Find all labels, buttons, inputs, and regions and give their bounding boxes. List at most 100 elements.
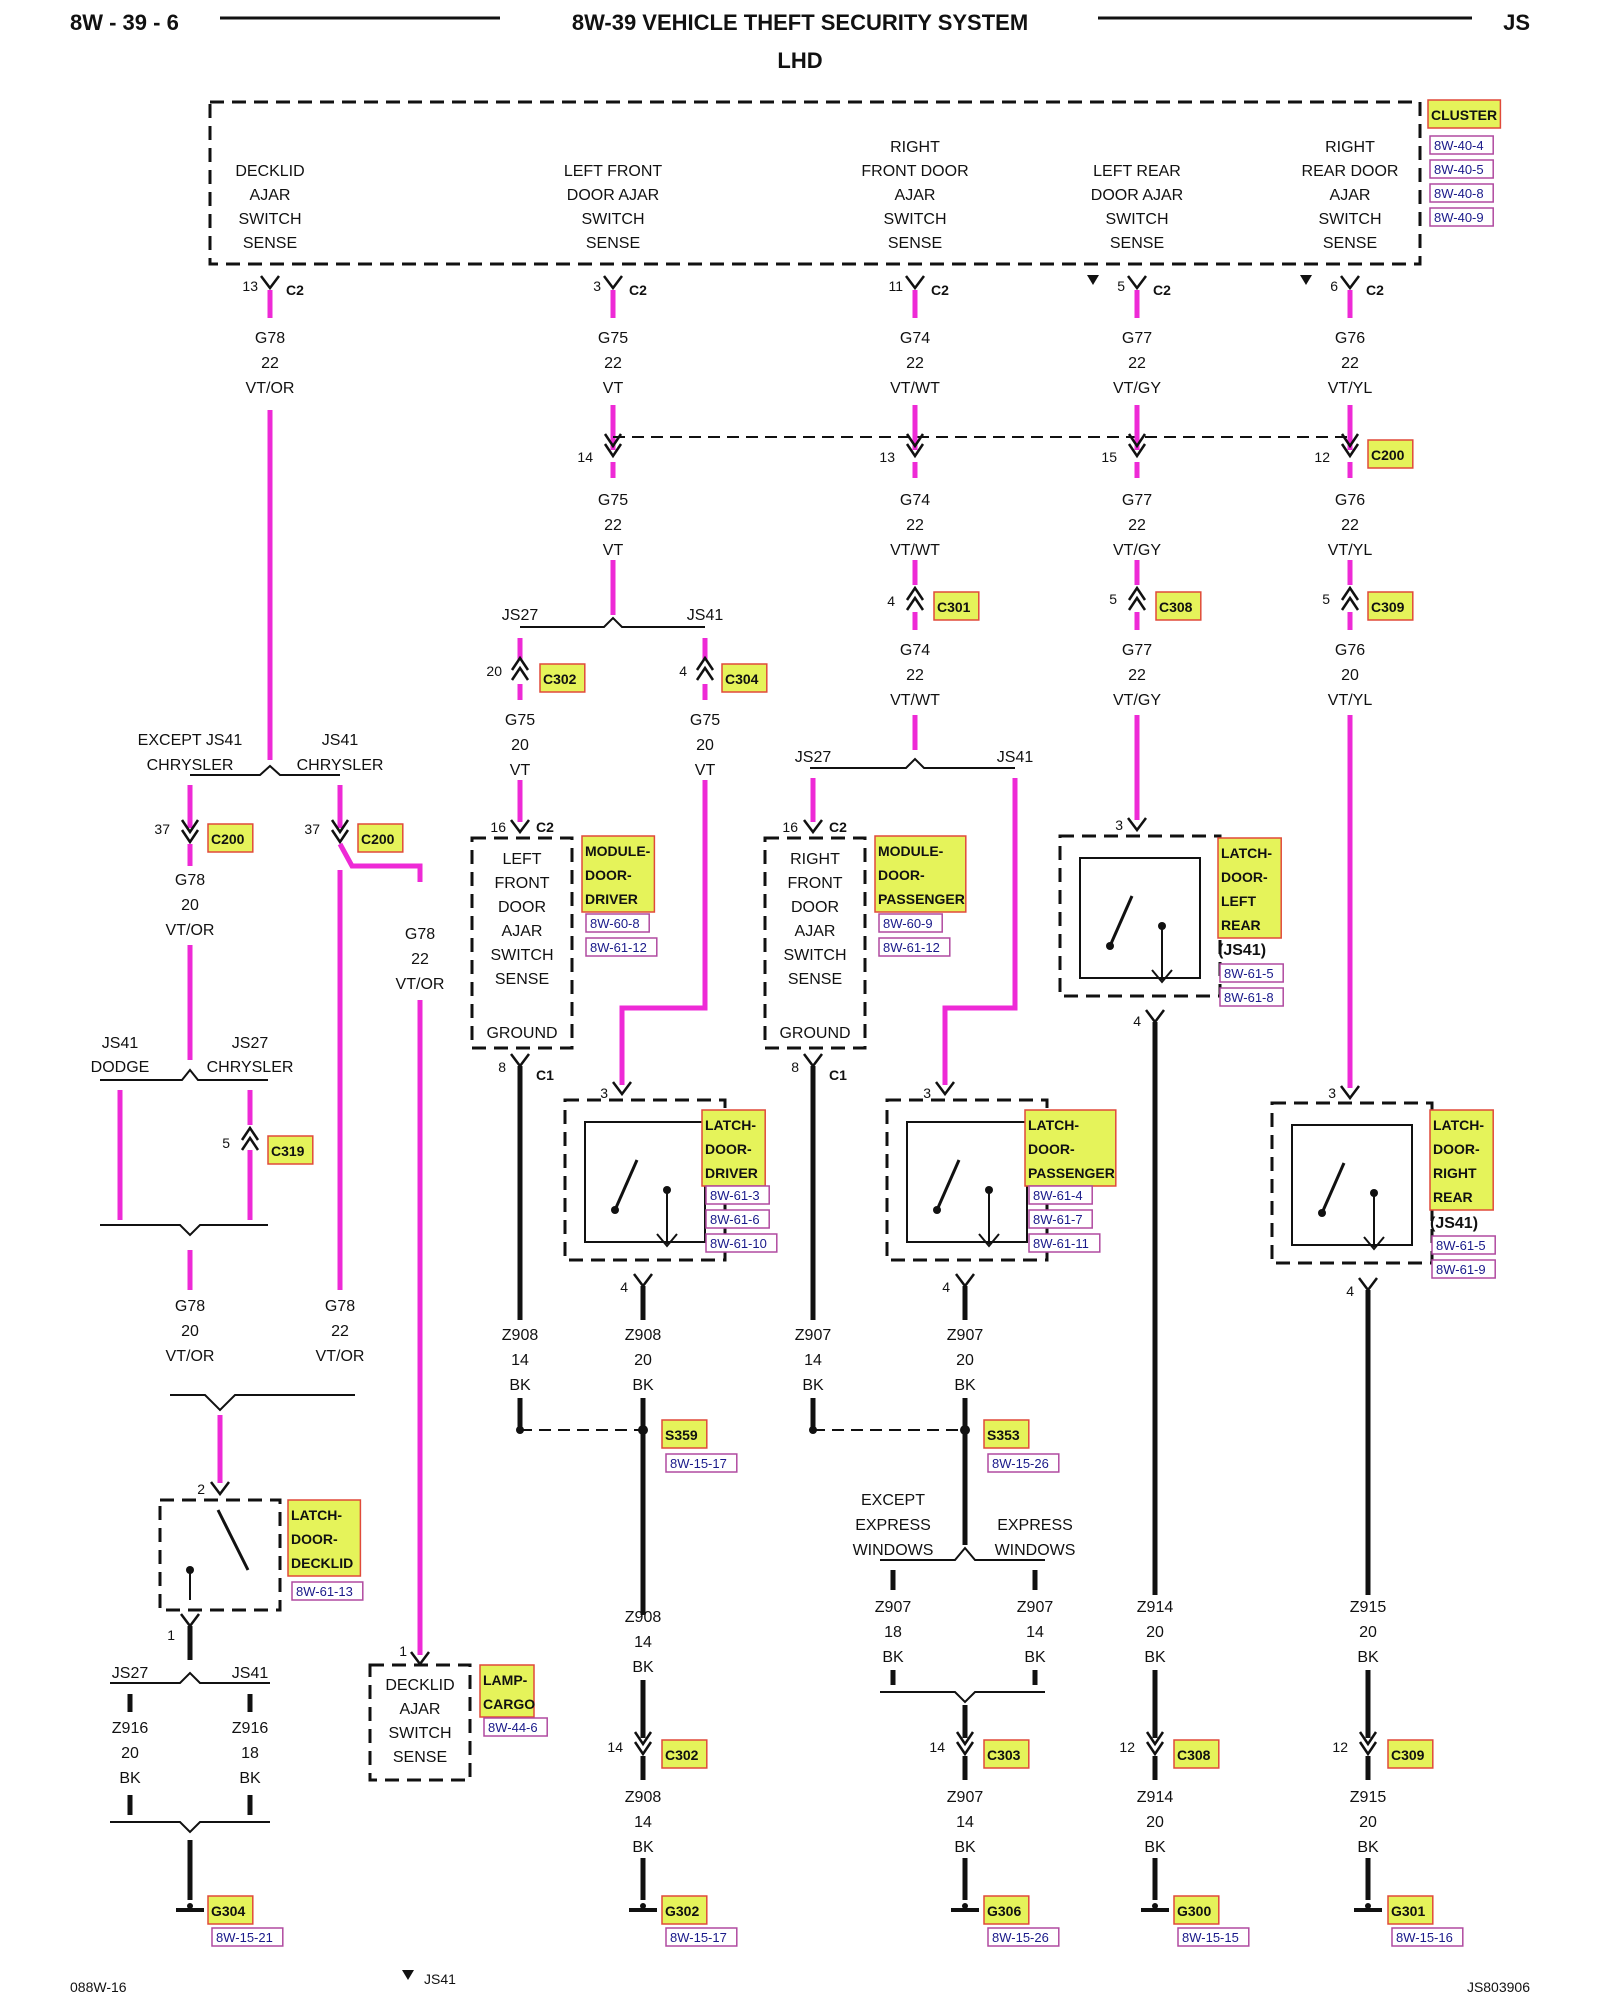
wire-label: G78 bbox=[405, 926, 435, 943]
connector-label: C1 bbox=[536, 1067, 554, 1083]
s353-ref-box bbox=[987, 1453, 1060, 1473]
cluster-connector: C2 bbox=[1366, 282, 1384, 298]
wire-label: VT/OR bbox=[166, 1348, 215, 1365]
cluster-pin bbox=[260, 275, 280, 291]
module-door-passenger-ref: 8W-61-12 bbox=[883, 940, 940, 955]
latch-door-passenger-ref: 8W-61-11 bbox=[1033, 1236, 1089, 1251]
c309-tag-text: C309 bbox=[1371, 599, 1405, 615]
branch-bracket bbox=[110, 1821, 270, 1834]
pin-symbol bbox=[510, 1053, 530, 1069]
cluster-input-label: SENSE bbox=[1323, 235, 1377, 252]
c200-connector bbox=[330, 819, 350, 845]
branch-bracket bbox=[170, 1394, 355, 1412]
module-door-driver-tag-text: DRIVER bbox=[585, 891, 638, 907]
cluster-input-label: LEFT FRONT bbox=[564, 163, 663, 180]
lamp-cargo-tag bbox=[479, 1664, 535, 1718]
wire-label: G76 bbox=[1335, 492, 1365, 509]
c319-tag-text: C319 bbox=[271, 1143, 305, 1159]
c302b-tag-text: C302 bbox=[665, 1747, 699, 1763]
latch-door-passenger-tag-text: DOOR- bbox=[1028, 1141, 1075, 1157]
c301-tag-text: C301 bbox=[937, 599, 971, 615]
wire-label: G75 bbox=[690, 712, 720, 729]
wire-label: 14 bbox=[634, 1634, 652, 1651]
c309b-tag-text: C309 bbox=[1391, 1747, 1425, 1763]
latch-door-passenger-tag-text: PASSENGER bbox=[1028, 1165, 1115, 1181]
wire-label: 14 bbox=[634, 1814, 652, 1831]
latch-door-passenger-tag bbox=[1024, 1109, 1117, 1187]
wire-label: BK bbox=[632, 1839, 654, 1856]
branch-bracket bbox=[520, 616, 705, 628]
c303-connector bbox=[955, 1731, 975, 1757]
wire-label: Z916 bbox=[112, 1720, 149, 1737]
branch-label: CHRYSLER bbox=[297, 757, 384, 774]
wire-g75-latch bbox=[619, 780, 708, 1085]
latch-door-left-rear-tag-text: REAR bbox=[1221, 917, 1261, 933]
cluster-pin bbox=[1127, 275, 1147, 291]
branch-label: JS41 bbox=[687, 607, 724, 624]
pin-symbol bbox=[180, 1613, 200, 1629]
branch-label: JS27 bbox=[502, 607, 539, 624]
latch-door-right-rear-tag-text: DOOR- bbox=[1433, 1141, 1480, 1157]
g300-ref-box bbox=[1177, 1927, 1250, 1947]
cluster-input-label: SWITCH bbox=[581, 211, 644, 228]
wire-label: G76 bbox=[1335, 330, 1365, 347]
wire-label: VT/GY bbox=[1113, 380, 1161, 397]
c309b-tag bbox=[1387, 1739, 1434, 1769]
pin-number: 4 bbox=[1346, 1283, 1354, 1299]
wire-label: G74 bbox=[900, 492, 930, 509]
pin-symbol bbox=[1340, 1085, 1360, 1101]
wire-label: VT bbox=[510, 762, 531, 779]
branch-label: WINDOWS bbox=[995, 1542, 1076, 1559]
wire-label: 22 bbox=[261, 355, 279, 372]
module-door-driver-tag-text: MODULE- bbox=[585, 843, 651, 859]
branch-bracket bbox=[810, 757, 1015, 769]
wire-label: Z907 bbox=[947, 1789, 984, 1806]
c319-tag bbox=[267, 1135, 314, 1165]
switch-arrow bbox=[978, 1233, 1000, 1248]
wire-label: 14 bbox=[804, 1352, 822, 1369]
wire-label: 22 bbox=[906, 355, 924, 372]
cluster-input-label: SENSE bbox=[586, 235, 640, 252]
latch-door-left-rear-box bbox=[1058, 834, 1222, 998]
cluster-input-label: RIGHT bbox=[890, 139, 940, 156]
branch-label: JS41 bbox=[232, 1665, 269, 1682]
c304-tag-text: C304 bbox=[725, 671, 759, 687]
wire-label: 22 bbox=[906, 667, 924, 684]
wire-label: VT/WT bbox=[890, 692, 940, 709]
cluster-box bbox=[208, 100, 1422, 266]
latch-door-driver-ref-box bbox=[705, 1209, 770, 1229]
wire-label: 20 bbox=[956, 1352, 974, 1369]
wire-g74-latch bbox=[942, 778, 1018, 1085]
pin-number: 4 bbox=[679, 663, 687, 679]
pin-number: 3 bbox=[1328, 1085, 1336, 1101]
s353-tag-text: S353 bbox=[987, 1427, 1020, 1443]
g300-tag-text: G300 bbox=[1177, 1903, 1211, 1919]
latch-door-driver-tag-text: LATCH- bbox=[705, 1117, 756, 1133]
wire-label: BK bbox=[239, 1770, 261, 1787]
connector-label: C1 bbox=[829, 1067, 847, 1083]
cluster-input-label: AJAR bbox=[250, 187, 291, 204]
wire-label: BK bbox=[882, 1649, 904, 1666]
branch-label: CHRYSLER bbox=[207, 1059, 294, 1076]
cluster-input-label: DECKLID bbox=[235, 163, 304, 180]
wire-label: G75 bbox=[598, 330, 628, 347]
g302-ref-box bbox=[665, 1927, 738, 1947]
cluster-ref-box bbox=[1429, 207, 1494, 227]
latch-door-driver-ref-box bbox=[705, 1185, 770, 1205]
pin-number: 4 bbox=[942, 1279, 950, 1295]
g301-ref-box bbox=[1391, 1927, 1464, 1947]
pin-number: 8 bbox=[498, 1059, 506, 1075]
wire-label: BK bbox=[119, 1770, 141, 1787]
module-door-passenger-label: RIGHT bbox=[790, 851, 840, 868]
wire-label: 20 bbox=[696, 737, 714, 754]
ground-dot bbox=[1152, 1903, 1158, 1909]
s353-tag bbox=[983, 1419, 1030, 1449]
note-triangle bbox=[402, 1970, 414, 1980]
latch-decklid-tag-text: LATCH- bbox=[291, 1507, 342, 1523]
page-code: JS bbox=[1503, 10, 1530, 35]
cluster-pin-number: 13 bbox=[242, 278, 258, 294]
wire-label: 22 bbox=[411, 951, 429, 968]
wire-label: 20 bbox=[181, 897, 199, 914]
wire-label: 14 bbox=[956, 1814, 974, 1831]
